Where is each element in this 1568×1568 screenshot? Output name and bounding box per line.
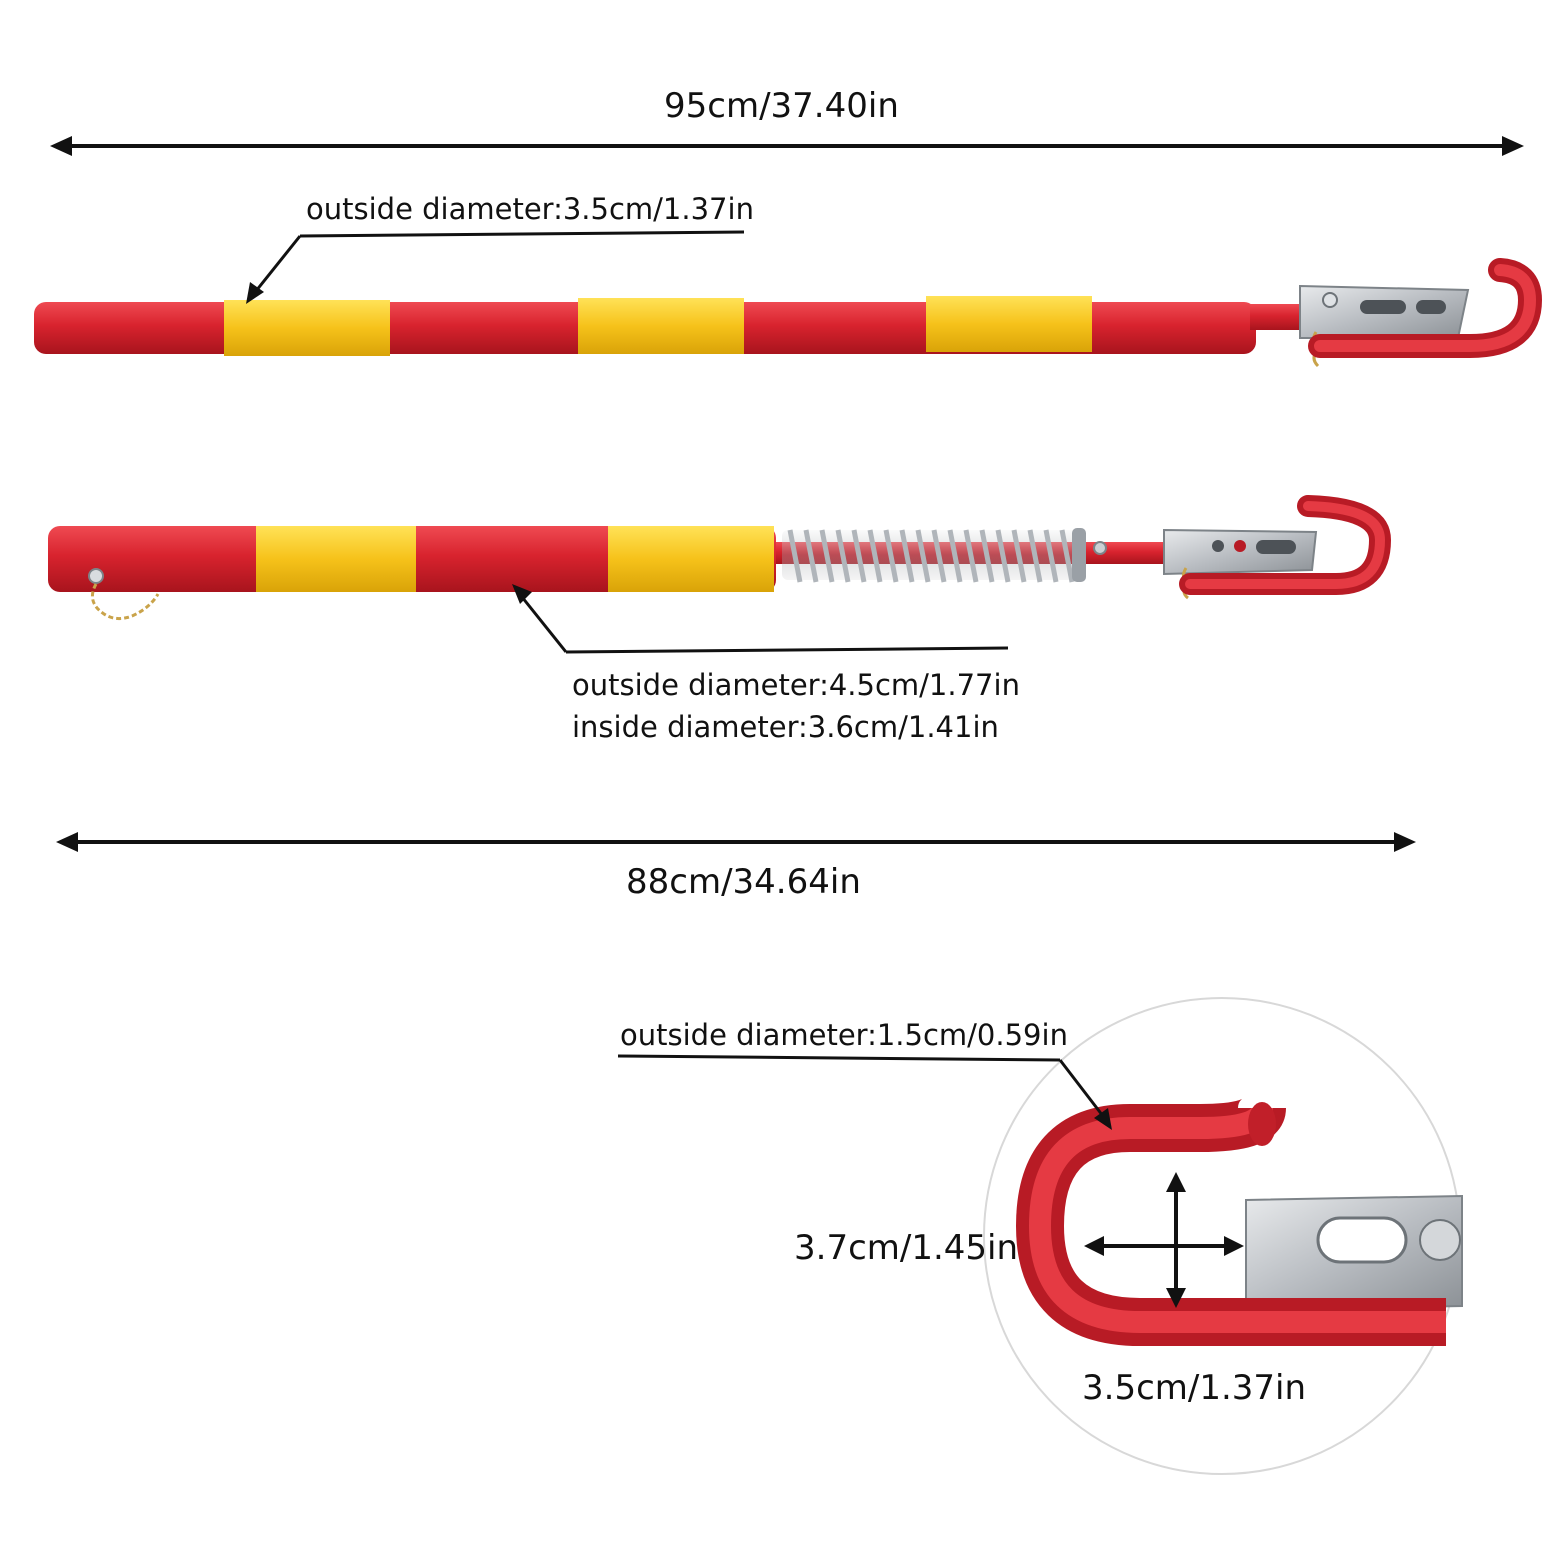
hook-opening-width-label: 3.5cm/1.37in [1082, 1368, 1307, 1408]
callout-hook [617, 1054, 1112, 1130]
length-arrow-short [56, 832, 1416, 852]
callout-long-bar [246, 230, 745, 304]
hook-opening-height-label: 3.7cm/1.45in [794, 1228, 1019, 1268]
callout-label-long-bar: outside diameter:3.5cm/1.37in [306, 192, 754, 226]
long-bar [34, 258, 1543, 368]
clamp-plate [1299, 284, 1470, 339]
hook-icon [1308, 258, 1543, 358]
callout-label-sleeve-outside: outside diameter:4.5cm/1.77in [572, 668, 1020, 702]
length-label-short: 88cm/34.64in [626, 862, 861, 902]
short-bar [48, 495, 1392, 621]
callout-label-hook: outside diameter:1.5cm/0.59in [620, 1018, 1068, 1052]
chain-icon [88, 568, 160, 621]
callout-label-sleeve-inside: inside diameter:3.6cm/1.41in [572, 710, 999, 744]
length-label-long: 95cm/37.40in [664, 86, 899, 126]
spring-icon [782, 528, 1107, 583]
length-arrow-long [50, 136, 1524, 156]
callout-sleeve [512, 584, 1009, 654]
